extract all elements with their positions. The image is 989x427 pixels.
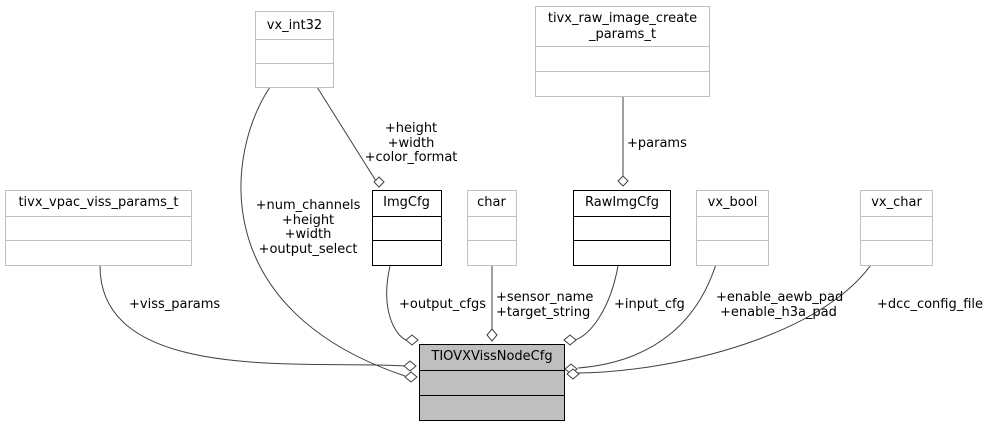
class-vx-bool: vx_bool (696, 190, 769, 266)
label-main-height: +height (282, 213, 334, 228)
label-output-select: +output_select (259, 242, 358, 257)
aggregation-diamond-vx-int32 (404, 371, 418, 383)
label-imgcfg-width: +width (388, 136, 435, 151)
aggregation-diamond-output-cfgs (405, 334, 419, 346)
label-imgcfg-members: +height +width +color_format (365, 121, 458, 165)
class-name-vx-char: vx_char (871, 195, 922, 210)
edge-vx-bool-to-main (577, 240, 723, 369)
label-vx-int32-members: +num_channels +height +width +output_sel… (256, 198, 361, 257)
class-vx-int32: vx_int32 (255, 11, 334, 88)
class-tiovxvissnodecfg: TIOVXVissNodeCfg (419, 344, 565, 421)
label-imgcfg-color-format: +color_format (365, 150, 458, 165)
class-name-char: char (477, 195, 506, 210)
label-raw-params: +params (627, 136, 687, 151)
label-enable-h3a-pad: +enable_h3a_pad (720, 305, 837, 320)
class-name-main: TIOVXVissNodeCfg (430, 349, 552, 364)
class-tivx-vpac-viss-params: tivx_vpac_viss_params_t (5, 190, 192, 266)
edge-vx-int32-to-main (240, 86, 406, 377)
edge-vx-int32-to-imgcfg (316, 86, 377, 182)
aggregation-diamond-char (486, 328, 498, 342)
label-sensor-name: +sensor_name (496, 290, 593, 305)
class-char: char (467, 190, 517, 266)
class-name-imgcfg: ImgCfg (383, 195, 430, 210)
class-vx-char: vx_char (860, 190, 933, 266)
class-tivx-raw-image-create-params: tivx_raw_image_create _params_t (535, 6, 710, 97)
class-name-raw-image-line2: _params_t (588, 27, 656, 42)
label-num-channels: +num_channels (256, 198, 361, 213)
aggregation-diamond-vx-char (566, 368, 580, 380)
label-enable-aewb-pad: +enable_aewb_pad (716, 290, 843, 305)
edge-imgcfg-to-main (386, 265, 407, 341)
aggregation-diamond-rawimgcfg (617, 175, 629, 187)
label-input-cfg: +input_cfg (614, 297, 685, 312)
class-name-vx-bool: vx_bool (708, 195, 758, 210)
class-name-rawimgcfg: RawImgCfg (585, 195, 659, 210)
label-main-width: +width (285, 227, 332, 242)
class-name-vpac-viss-params: tivx_vpac_viss_params_t (18, 195, 178, 210)
edge-vx-char-to-main (577, 240, 885, 374)
class-rawimgcfg: RawImgCfg (573, 190, 671, 266)
edge-rawimgcfg-to-main (574, 265, 619, 341)
label-dcc-config-file: +dcc_config_file (877, 297, 983, 312)
label-output-cfgs: +output_cfgs (399, 297, 486, 312)
edge-viss-params-to-main (99, 265, 406, 367)
class-name-raw-image-line1: tivx_raw_image_create (548, 11, 697, 26)
label-imgcfg-height: +height (385, 121, 437, 136)
label-target-string: +target_string (496, 305, 590, 320)
label-vx-bool-members: +enable_aewb_pad +enable_h3a_pad (716, 290, 843, 320)
aggregation-diamond-imgcfg (373, 176, 385, 188)
label-char-members: +sensor_name +target_string (496, 290, 593, 320)
class-imgcfg: ImgCfg (372, 190, 442, 266)
label-viss-params: +viss_params (129, 297, 220, 312)
class-name-vx-int32: vx_int32 (267, 18, 322, 33)
aggregation-diamond-viss-params (403, 360, 417, 372)
aggregation-diamond-input-cfg (563, 334, 577, 346)
